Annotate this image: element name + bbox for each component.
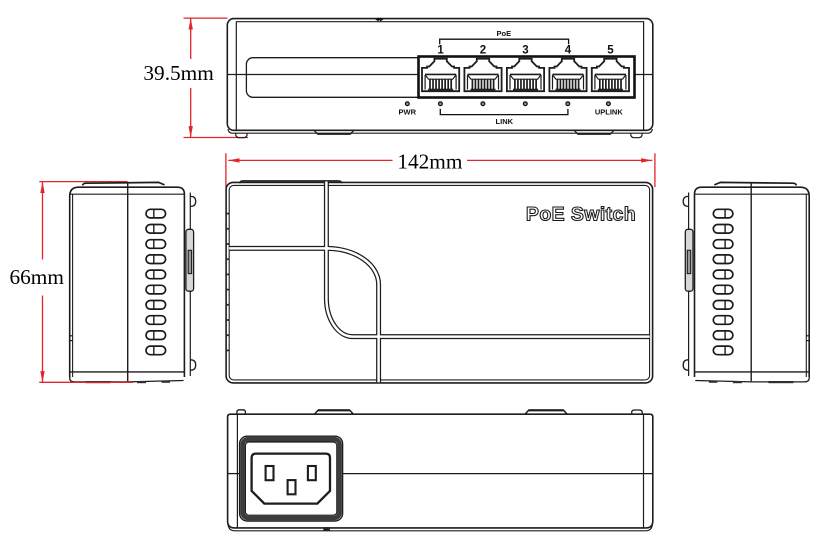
svg-text:3: 3 bbox=[522, 45, 528, 57]
svg-text:39.5mm: 39.5mm bbox=[143, 61, 214, 85]
svg-text:PWR: PWR bbox=[399, 108, 417, 117]
svg-text:2: 2 bbox=[480, 45, 486, 57]
svg-text:UPLINK: UPLINK bbox=[595, 108, 624, 117]
svg-text:4: 4 bbox=[565, 45, 572, 57]
svg-text:5: 5 bbox=[607, 45, 614, 57]
svg-text:66mm: 66mm bbox=[9, 265, 64, 289]
svg-text:PoE: PoE bbox=[497, 29, 512, 38]
svg-text:PoE Switch: PoE Switch bbox=[526, 203, 636, 225]
svg-text:LINK: LINK bbox=[496, 117, 514, 126]
svg-text:1: 1 bbox=[437, 45, 444, 57]
svg-text:142mm: 142mm bbox=[397, 149, 463, 173]
